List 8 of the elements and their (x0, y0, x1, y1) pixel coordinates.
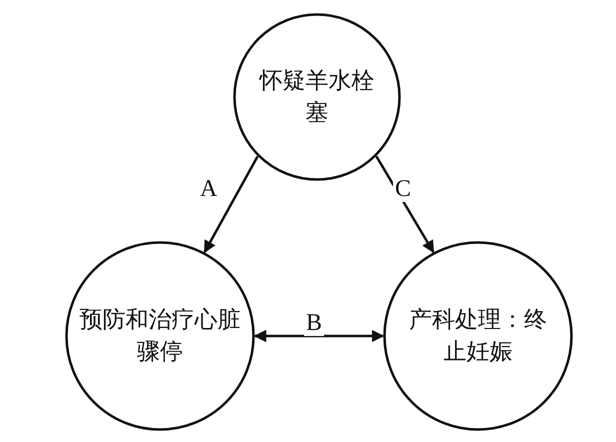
arrow (204, 156, 259, 254)
circle-node (65, 241, 255, 431)
circle-node (383, 241, 573, 431)
node-text: 产科处理：终止妊娠 (408, 306, 548, 367)
circle-node (233, 13, 401, 181)
node-text: 预防和治疗心脏骤停 (78, 306, 242, 367)
node-text: 怀疑羊水栓塞 (258, 67, 376, 128)
arrow (254, 330, 384, 342)
